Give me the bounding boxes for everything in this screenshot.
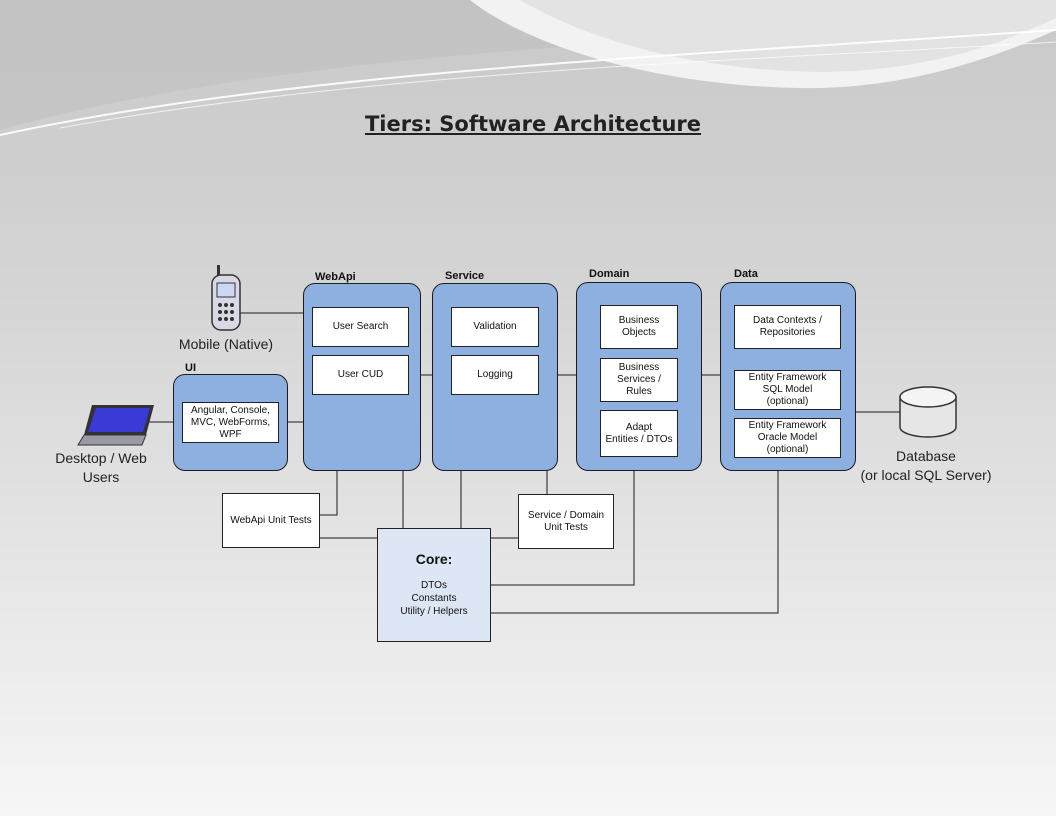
tier-label-webapi: WebApi [315, 271, 356, 283]
core-items: DTOs Constants Utility / Helpers [378, 579, 490, 618]
webapi-unit-tests-box: WebApi Unit Tests [222, 493, 320, 548]
core-title: Core: [415, 551, 453, 567]
mobile-phone-icon [211, 265, 241, 331]
tier-label-data: Data [734, 268, 758, 280]
core-box: Core: DTOs Constants Utility / Helpers [377, 528, 491, 642]
header-swoosh [0, 0, 1056, 136]
service-item-box: Validation [451, 307, 539, 347]
domain-item-box: Adapt Entities / DTOs [600, 410, 678, 457]
domain-item-box: Business Services / Rules [600, 358, 678, 402]
page-title: Tiers: Software Architecture [364, 112, 702, 136]
service-domain-unit-tests-box: Service / Domain Unit Tests [518, 494, 614, 549]
core-item: DTOs [421, 580, 447, 591]
tier-label-domain: Domain [589, 268, 630, 280]
data-item-box: Data Contexts / Repositories [734, 305, 841, 349]
tier-label-service: Service [445, 270, 485, 282]
data-item-box: Entity Framework Oracle Model (optional) [734, 418, 841, 458]
webapi-item-box: User CUD [312, 355, 409, 395]
ui-frameworks-box: Angular, Console, MVC, WebForms, WPF [182, 402, 279, 443]
desktop-caption: Desktop / Web Users [55, 450, 147, 485]
tier-label-ui: UI [185, 362, 196, 374]
webapi-item-box: User Search [312, 307, 409, 347]
core-item: Utility / Helpers [400, 606, 468, 617]
domain-item-box: Business Objects [600, 305, 678, 349]
data-item-box: Entity Framework SQL Model (optional) [734, 370, 841, 410]
laptop-icon [77, 405, 154, 446]
database-icon [899, 386, 957, 438]
core-item: Constants [411, 593, 457, 604]
service-item-box: Logging [451, 355, 539, 395]
database-caption: Database (or local SQL Server) [860, 448, 992, 483]
mobile-caption: Mobile (Native) [178, 336, 274, 352]
